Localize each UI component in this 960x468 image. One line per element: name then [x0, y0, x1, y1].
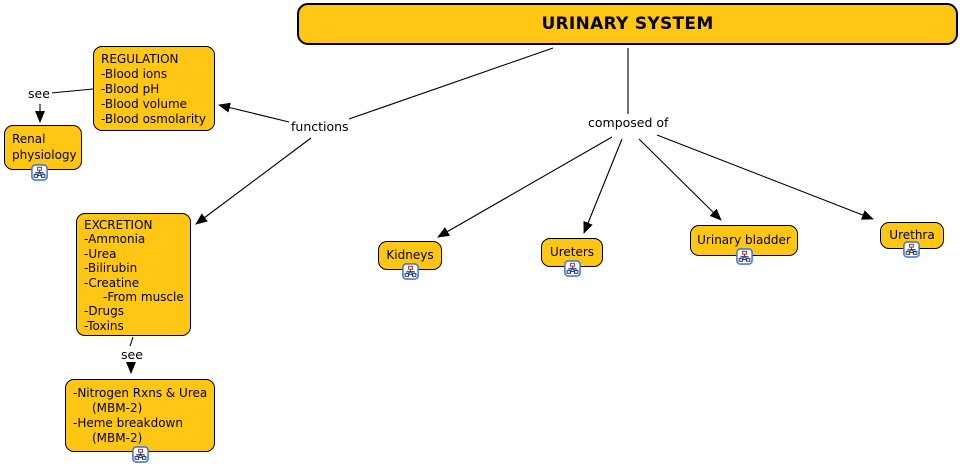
concept-map-resource-icon[interactable] — [736, 248, 753, 265]
linking-phrase-see-top[interactable]: see — [26, 86, 52, 101]
node-urinary-bladder-label: Urinary bladder — [697, 233, 791, 247]
concept-map-resource-icon[interactable] — [564, 260, 581, 277]
node-urinary-system[interactable]: URINARY SYSTEM — [297, 3, 958, 45]
node-mbm-line: -Nitrogen Rxns & Urea — [73, 386, 208, 400]
node-regulation-item: -Blood pH — [101, 82, 160, 96]
node-excretion-subitem: -From muscle — [103, 290, 184, 305]
concept-map-resource-icon[interactable] — [31, 164, 48, 181]
node-regulation-item: -Blood osmolarity — [101, 112, 206, 126]
concept-map-resource-icon[interactable] — [903, 241, 920, 258]
node-excretion-title: EXCRETION — [84, 218, 153, 232]
node-excretion-item: -Ammonia — [84, 232, 146, 247]
node-excretion-item: -Toxins — [84, 318, 124, 333]
node-mbm-notes[interactable]: -Nitrogen Rxns & Urea (MBM-2) -Heme brea… — [65, 379, 215, 452]
node-renal-physiology[interactable]: Renal physiology — [4, 125, 82, 170]
node-mbm-line: -Heme breakdown — [73, 416, 183, 430]
node-excretion-item: -Creatine — [84, 275, 140, 290]
node-excretion-item: -Urea — [84, 246, 117, 261]
linking-phrase-see-bottom[interactable]: see — [119, 347, 145, 362]
node-mbm-line: (MBM-2) — [92, 431, 143, 445]
node-regulation-item: -Blood ions — [101, 67, 168, 81]
node-regulation-title: REGULATION — [101, 52, 179, 66]
linking-phrase-composed-of[interactable]: composed of — [586, 115, 671, 130]
node-mbm-line: (MBM-2) — [92, 401, 143, 415]
linking-phrase-functions[interactable]: functions — [289, 119, 351, 134]
concept-map-resource-icon[interactable] — [132, 446, 149, 463]
node-excretion-item: -Bilirubin — [84, 261, 138, 276]
node-regulation-item: -Blood volume — [101, 97, 188, 111]
node-kidneys-label: Kidneys — [386, 248, 434, 262]
node-urinary-system-label: URINARY SYSTEM — [541, 13, 714, 34]
node-excretion-item: -Drugs — [84, 304, 124, 319]
node-regulation[interactable]: REGULATION -Blood ions -Blood pH -Blood … — [93, 46, 215, 131]
node-renal-physiology-label: Renal physiology — [12, 132, 77, 162]
node-urethra-label: Urethra — [889, 228, 935, 242]
node-ureters-label: Ureters — [549, 245, 595, 259]
concept-map-resource-icon[interactable] — [402, 263, 419, 280]
node-excretion[interactable]: EXCRETION -Ammonia -Urea -Bilirubin -Cre… — [76, 213, 191, 336]
